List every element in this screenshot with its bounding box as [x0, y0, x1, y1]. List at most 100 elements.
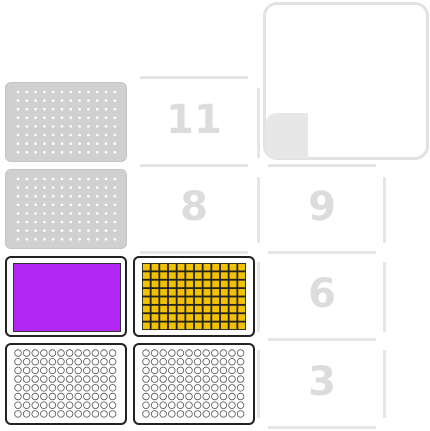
reservoir-plate-purple[interactable] — [5, 256, 127, 337]
well — [16, 133, 20, 137]
well — [34, 203, 37, 207]
well — [100, 349, 108, 357]
well — [43, 116, 46, 120]
well — [159, 401, 167, 409]
well — [185, 375, 193, 383]
well — [238, 322, 246, 330]
well — [74, 358, 82, 366]
well-grid — [142, 263, 246, 330]
well — [69, 90, 73, 94]
well — [193, 375, 202, 383]
well — [238, 280, 246, 288]
well — [40, 366, 48, 375]
well — [14, 349, 22, 357]
well — [168, 392, 176, 401]
plate-ghost-slot10[interactable] — [5, 82, 127, 162]
well — [65, 375, 74, 383]
plate-ghost-slot7[interactable] — [5, 169, 127, 249]
well — [229, 314, 237, 321]
well — [95, 220, 99, 224]
plate-empty-slot1[interactable] — [5, 343, 127, 425]
divider-vertical-a — [257, 88, 260, 158]
well — [100, 384, 108, 392]
well — [14, 401, 22, 409]
well — [25, 133, 29, 137]
well — [78, 133, 81, 137]
well — [193, 349, 202, 357]
well — [176, 401, 185, 409]
well — [113, 220, 117, 224]
well — [177, 263, 185, 271]
well — [186, 289, 194, 296]
well — [104, 177, 108, 181]
well — [142, 366, 150, 375]
well — [202, 384, 210, 392]
well — [151, 314, 159, 321]
well — [229, 305, 237, 313]
well — [22, 375, 31, 383]
well — [74, 375, 82, 383]
well — [43, 107, 46, 111]
well — [150, 349, 159, 357]
well — [168, 384, 176, 392]
well — [185, 384, 193, 392]
well — [16, 229, 20, 232]
well — [100, 401, 108, 409]
well — [159, 349, 167, 357]
divider-row-2-col2 — [140, 251, 248, 254]
well — [108, 384, 117, 392]
plate-filled-yellow[interactable] — [133, 256, 255, 337]
well — [65, 384, 74, 392]
well — [91, 410, 100, 418]
well — [43, 237, 46, 241]
well — [186, 322, 194, 330]
well — [16, 90, 20, 94]
well — [65, 401, 74, 409]
well — [159, 366, 167, 375]
well — [220, 280, 228, 288]
well — [150, 366, 159, 375]
well — [151, 272, 159, 279]
slot-number-6: 6 — [308, 271, 336, 317]
well — [108, 375, 117, 383]
well — [57, 349, 65, 357]
plate-empty-slot2[interactable] — [133, 343, 255, 425]
well — [168, 410, 176, 418]
trash-slot[interactable] — [263, 2, 429, 160]
well — [22, 401, 31, 409]
well — [236, 349, 245, 357]
well — [51, 177, 55, 181]
divider-row-top-col2 — [140, 76, 248, 79]
well — [229, 297, 237, 304]
well — [238, 297, 246, 304]
well — [159, 392, 167, 401]
well — [34, 125, 37, 128]
divider-row-bottom-col3 — [268, 426, 376, 429]
well — [40, 349, 48, 357]
well — [43, 229, 46, 232]
well — [51, 194, 55, 198]
well — [34, 99, 37, 102]
well — [211, 410, 219, 418]
well — [48, 366, 57, 375]
well — [43, 150, 46, 154]
well — [177, 272, 185, 279]
well — [69, 125, 73, 128]
well — [168, 349, 176, 357]
well — [176, 410, 185, 418]
well — [219, 366, 228, 375]
well — [211, 375, 219, 383]
well — [104, 186, 108, 189]
well — [95, 125, 99, 128]
well — [31, 392, 39, 401]
well — [48, 401, 57, 409]
well — [57, 358, 65, 366]
well — [193, 410, 202, 418]
well — [91, 349, 100, 357]
divider-vertical-e — [383, 177, 386, 243]
well — [203, 263, 211, 271]
well — [160, 272, 168, 279]
well — [14, 366, 22, 375]
well — [48, 358, 57, 366]
well — [219, 384, 228, 392]
